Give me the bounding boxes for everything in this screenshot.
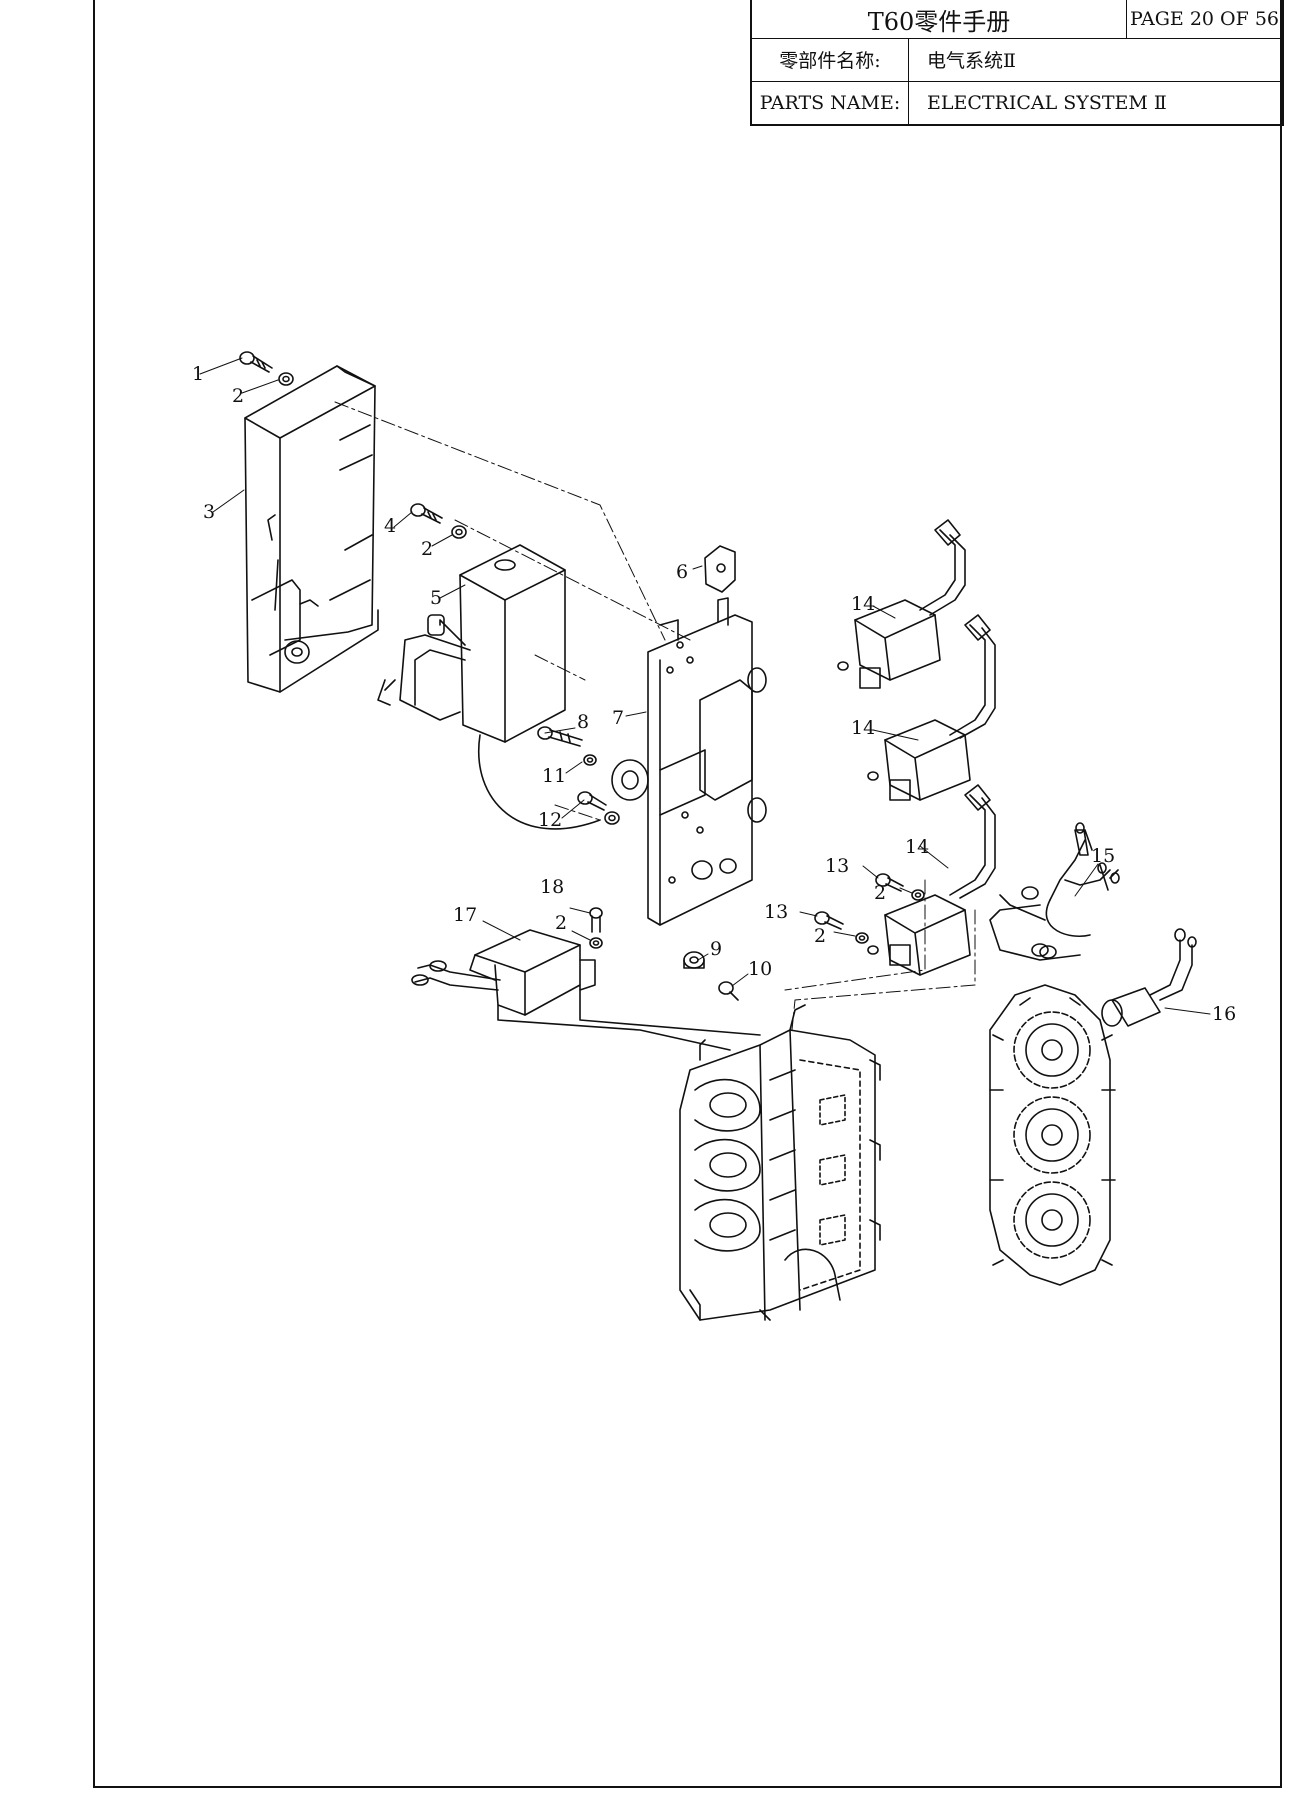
part-7-bracket-plate: [611, 597, 767, 926]
parts-name-value-en: ELECTRICAL SYSTEM Ⅱ: [927, 91, 1167, 114]
part-12-bolt: [577, 791, 620, 825]
assembly-guide-lines: [334, 401, 976, 1031]
part-9-grommet: [683, 951, 705, 969]
callout-8: 8: [577, 711, 589, 733]
part-15-wire-harness: [989, 822, 1120, 961]
part-8-bolt: [537, 726, 583, 747]
callout-2: 2: [232, 385, 244, 407]
parts-name-value-cn: 电气系统Ⅱ: [927, 50, 1016, 72]
callout-16: 16: [1212, 1003, 1236, 1025]
callout-9: 9: [710, 938, 722, 960]
part-14-ignition-coil-c: [867, 784, 996, 976]
page-number: PAGE 20 OF 56: [1129, 8, 1280, 30]
callout-13: 13: [764, 901, 788, 923]
callout-17: 17: [453, 904, 477, 926]
callout-18: 18: [540, 876, 564, 898]
part-14-ignition-coil-a: [837, 519, 966, 689]
callout-11: 11: [542, 765, 566, 787]
part-11-washer: [583, 754, 597, 766]
callout-4: 4: [384, 515, 396, 537]
parts-name-en-row: PARTS NAME: ELECTRICAL SYSTEM Ⅱ: [752, 81, 1282, 124]
parts-name-label-cn: 零部件名称:: [752, 38, 909, 81]
parts-name-cn-row: 零部件名称: 电气系统Ⅱ: [752, 38, 1282, 82]
part-18-screw: [589, 907, 603, 949]
callout-14: 14: [851, 593, 875, 615]
title-block: T60零件手册 PAGE 20 OF 56 零部件名称: 电气系统Ⅱ PARTS…: [750, 0, 1284, 126]
parts-name-label-en: PARTS NAME:: [752, 81, 909, 124]
drawing-frame: [93, 0, 1282, 1788]
callout-numbers: 1 2 3 4 2 5 6 7 8 11 12 14 14 14 13 2 13…: [192, 363, 1236, 1025]
callout-10: 10: [748, 958, 772, 980]
part-13-screw-b: [814, 911, 844, 930]
part-2-washer-a: [278, 372, 294, 386]
callout-2: 2: [814, 925, 826, 947]
callout-2: 2: [421, 538, 433, 560]
callout-1: 1: [192, 363, 204, 385]
part-5-cdi-unit: [377, 544, 601, 830]
part-2-washer-c: [911, 889, 925, 901]
part-17-rectifier: [411, 929, 761, 1051]
title-row: T60零件手册 PAGE 20 OF 56: [752, 0, 1282, 39]
manual-title: T60零件手册: [752, 0, 1127, 38]
part-1-screw: [239, 351, 273, 373]
engine-block: [679, 1004, 881, 1321]
callout-14: 14: [905, 836, 929, 858]
cylinder-head-cover: [989, 984, 1116, 1286]
callout-2: 2: [555, 912, 567, 934]
callout-15: 15: [1091, 845, 1115, 867]
part-2-washer-d: [855, 932, 869, 944]
part-16-sensor: [1101, 928, 1197, 1027]
callout-7: 7: [612, 707, 624, 729]
callout-5: 5: [430, 587, 442, 609]
part-4-screw: [410, 503, 443, 524]
part-2-washer-b: [451, 525, 467, 539]
part-13-screw-a: [875, 873, 904, 892]
part-3-cover: [244, 365, 379, 693]
part-14-ignition-coil-b: [867, 614, 996, 801]
callout-6: 6: [676, 561, 688, 583]
callout-3: 3: [203, 501, 215, 523]
leader-lines: [199, 357, 1211, 1015]
callout-13: 13: [825, 855, 849, 877]
callout-2: 2: [874, 882, 886, 904]
callout-12: 12: [538, 809, 562, 831]
callout-14: 14: [851, 717, 875, 739]
part-10-screw: [718, 981, 739, 1001]
part-6-clip: [704, 545, 736, 593]
